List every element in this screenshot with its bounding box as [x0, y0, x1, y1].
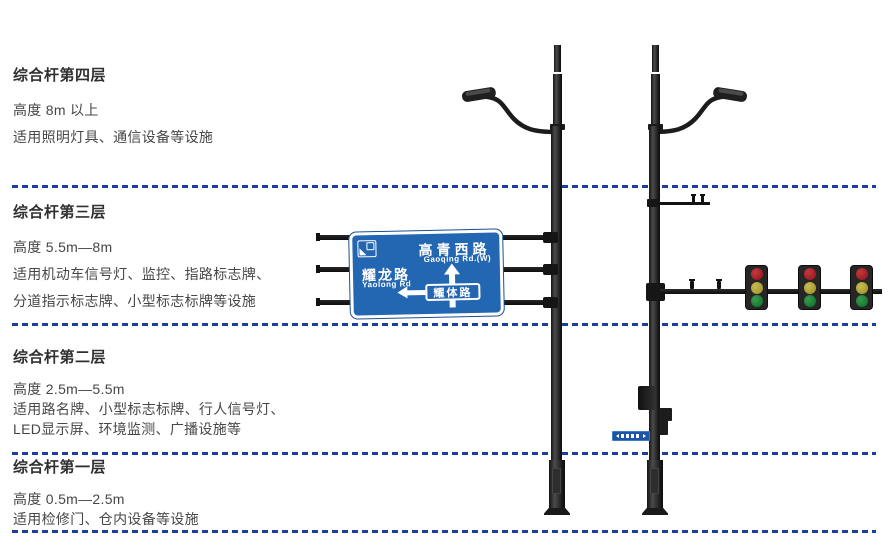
left-pole-main [551, 126, 562, 460]
traffic-signal-head-1 [745, 265, 768, 310]
equipment-box [638, 386, 656, 410]
right-lamp-head-icon [713, 87, 748, 102]
sign-arm-1-cap [316, 233, 320, 241]
right-access-door [650, 468, 659, 494]
up-arrow-tail [449, 299, 456, 308]
layer-divider-4 [12, 530, 876, 533]
right-lamp-arm [650, 93, 730, 135]
layer2-usage-2: LED显示屏、环境监测、广播设施等 [13, 421, 242, 437]
left-lamp-arm [479, 93, 559, 135]
green-light [750, 295, 763, 308]
yellow-light [855, 281, 868, 294]
layer3-usage-2: 分道指示标志牌、小型标志标牌等设施 [13, 293, 257, 309]
signal-mast-arm [660, 289, 882, 294]
layer3-note: 综合杆第三层 高度 5.5m—8m 适用机动车信号灯、监控、指路标志牌、 分道指… [13, 201, 333, 315]
layer4-usage: 适用照明灯具、通信设备等设施 [13, 129, 214, 145]
guide-dest-box-cn: 耀体路 [433, 286, 473, 300]
layer1-title: 综合杆第一层 [13, 459, 107, 476]
layer3-usage-1: 适用机动车信号灯、监控、指路标志牌、 [13, 266, 271, 282]
right-pole-top [652, 45, 659, 72]
equipment-bracket [659, 408, 672, 421]
cross-arm-collar [647, 199, 660, 207]
left-pole-top [554, 45, 561, 72]
street-sign-text-marks [621, 434, 641, 438]
sensor-cross-arm [653, 202, 710, 205]
left-pole-upper [553, 74, 562, 126]
left-pole-flange [544, 508, 570, 515]
guide-dest-box: 耀体路 [425, 282, 481, 302]
red-light [750, 267, 763, 280]
sign-badge-icon [357, 240, 377, 258]
layer2-usage-1: 适用路名牌、小型标志标牌、行人信号灯、 [13, 401, 285, 417]
layer2-height: 高度 2.5m—5.5m [13, 381, 125, 397]
yellow-light [750, 281, 763, 294]
equipment-bracket-lower [659, 420, 668, 435]
green-light [803, 295, 816, 308]
camera-icon-2 [716, 279, 722, 289]
camera-icon-1 [689, 279, 695, 289]
traffic-signal-head-3 [850, 265, 873, 310]
layer-divider-1 [12, 185, 876, 188]
traffic-signal-head-2 [798, 265, 821, 310]
sensor-icon-1 [691, 194, 696, 202]
layer1-height: 高度 0.5m—2.5m [13, 491, 125, 507]
left-access-door [552, 468, 561, 494]
red-light [803, 267, 816, 280]
street-name-sign [612, 431, 650, 441]
signal-arm-joint [646, 283, 665, 301]
street-sign-left-arrow-icon [616, 434, 619, 438]
road-guide-sign: 高青西路 Gaoqing Rd.(W) 耀龙路 Yaolong Rd 耀体路 [349, 229, 504, 319]
layer4-title: 综合杆第四层 [13, 67, 107, 84]
green-light [855, 295, 868, 308]
sign-arm-2-cap [316, 265, 320, 273]
layer3-title: 综合杆第三层 [13, 204, 107, 221]
right-pole-upper [651, 74, 660, 126]
layer4-note: 综合杆第四层 高度 8m 以上 适用照明灯具、通信设备等设施 [13, 64, 333, 151]
sensor-icon-2 [700, 194, 705, 202]
sign-arm-1-collar [543, 232, 558, 243]
street-sign-right-arrow-icon [643, 434, 646, 438]
left-lamp-head-icon [461, 87, 496, 102]
layer2-title: 综合杆第二层 [13, 349, 107, 366]
left-arrow-shaft [406, 290, 426, 296]
layer3-height: 高度 5.5m—8m [13, 239, 113, 255]
sign-arm-3-collar [543, 297, 558, 308]
layer-divider-2 [12, 323, 876, 326]
layer4-height: 高度 8m 以上 [13, 102, 99, 118]
layer1-usage: 适用检修门、仓内设备等设施 [13, 511, 199, 527]
layer-divider-3 [12, 452, 876, 455]
red-light [855, 267, 868, 280]
layer2-note: 综合杆第二层 高度 2.5m—5.5m 适用路名牌、小型标志标牌、行人信号灯、 … [13, 346, 333, 439]
layer1-note: 综合杆第一层 高度 0.5m—2.5m 适用检修门、仓内设备等设施 [13, 456, 333, 529]
yellow-light [803, 281, 816, 294]
sign-arm-3-cap [316, 298, 320, 306]
right-pole-flange [642, 508, 668, 515]
sign-arm-2-collar [543, 264, 558, 275]
